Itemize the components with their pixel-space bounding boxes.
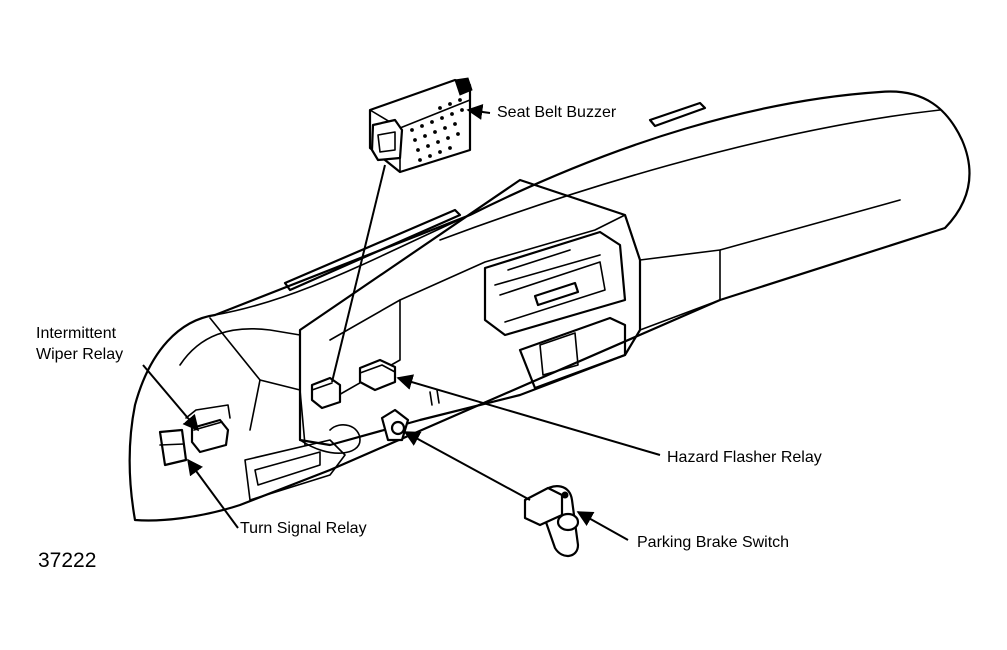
turn-signal-relay-label: Turn Signal Relay: [240, 520, 367, 537]
hazard-flasher-leader: [396, 374, 661, 456]
dashboard-outline: [128, 90, 971, 522]
intermittent-wiper-relay-part: [185, 404, 231, 454]
hazard-flasher-relay-label: Hazard Flasher Relay: [667, 449, 822, 466]
figure-number: 37222: [38, 549, 97, 572]
seat-belt-buzzer-leader: [466, 104, 491, 120]
turn-signal-leader: [187, 458, 239, 529]
intermittent-wiper-relay-label-line1: Intermittent: [36, 325, 117, 342]
seat-belt-buzzer-label: Seat Belt Buzzer: [497, 104, 617, 121]
seat-belt-buzzer-connector: [310, 376, 342, 410]
wiper-relay-leader: [142, 364, 200, 432]
leader-lines: [142, 104, 661, 541]
buzzer-to-dash-line: [331, 164, 386, 383]
intermittent-wiper-relay-label-line2: Wiper Relay: [36, 346, 124, 363]
parking-brake-switch-label: Parking Brake Switch: [637, 534, 790, 551]
switch-to-dash-line: [403, 431, 531, 501]
hazard-flasher-relay-part: [358, 358, 397, 392]
parking-brake-switch-part: [523, 485, 580, 557]
parking-brake-leader: [576, 511, 629, 541]
seat-belt-buzzer-part: [368, 77, 473, 174]
parking-brake-switch-mount: [380, 408, 410, 442]
turn-signal-relay-part: [158, 428, 188, 467]
